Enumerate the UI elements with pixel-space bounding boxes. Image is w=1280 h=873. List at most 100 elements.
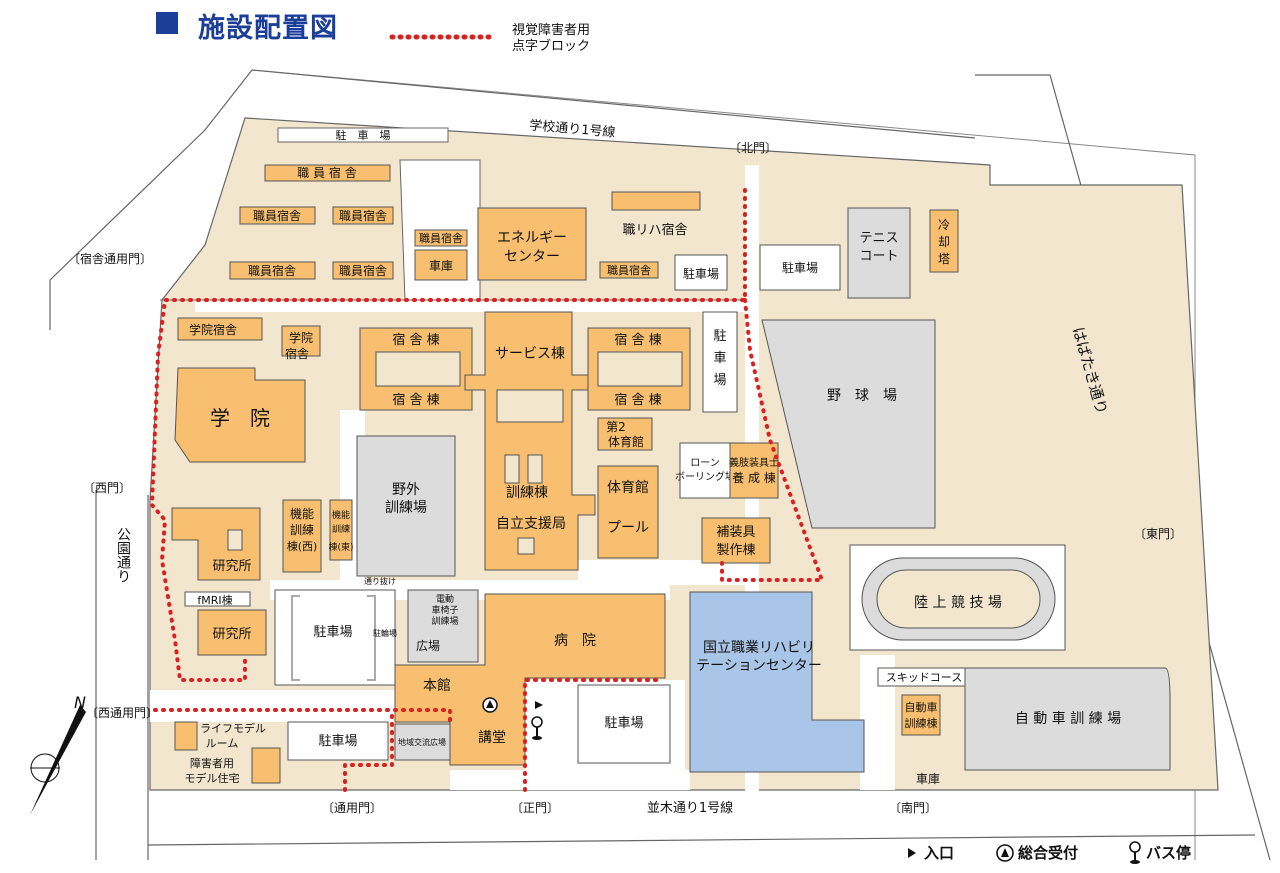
road-west-label: 公園通り — [115, 527, 131, 583]
prosthetist-label-1: 義肢装具士 — [729, 456, 779, 469]
cooling-tower — [929, 209, 959, 273]
outdoor-training — [356, 435, 456, 577]
energy-center-label-2: センター — [504, 249, 560, 265]
staff-dorm-2b — [332, 206, 394, 225]
research-1-label: 研究所 — [212, 559, 251, 574]
staff-dorm-3b — [332, 261, 394, 280]
func-e-label-3: 棟(東) — [328, 541, 353, 553]
gate-north: 〔北門〕 — [729, 141, 777, 155]
life-model-room — [174, 721, 198, 751]
cooling-label-2: 却 — [938, 235, 950, 249]
garage-1-label: 車庫 — [429, 259, 453, 273]
gate-east: 〔東門〕 — [1134, 527, 1182, 541]
staff-dorm-2b-label: 職員宿舎 — [339, 208, 387, 223]
baseball-field — [761, 319, 936, 529]
func-w-label-2: 訓練 — [290, 522, 314, 537]
energy-center — [477, 207, 587, 281]
baseball-label: 野 球 場 — [827, 388, 897, 404]
wheelchair-plaza — [407, 589, 479, 663]
outdoor-label-2: 訓練場 — [385, 500, 427, 516]
parking-center-label: 駐車場 — [313, 625, 352, 640]
skid-label: スキッドコース — [886, 671, 962, 684]
research-2-label: 研究所 — [212, 627, 251, 642]
parking-south-label: 駐車場 — [604, 716, 643, 731]
gate-service: 〔通用門〕 — [322, 801, 382, 815]
college-dorm — [177, 317, 263, 341]
tennis-label-2: コート — [859, 249, 898, 264]
disabled-house-label-2: モデル住宅 — [185, 771, 240, 785]
college-dorm-2-label-1: 学院 — [289, 330, 313, 345]
prosthetist-label-2: 養 成 棟 — [732, 470, 776, 485]
bus-stop-icon — [531, 716, 543, 740]
hospital-main — [394, 593, 666, 766]
bus-stop-legend-label: バス停 — [1146, 844, 1192, 862]
wheelchair-label-1: 電動 — [436, 594, 454, 605]
braille-legend-label-2: 点字ブロック — [512, 39, 591, 54]
gate-dorm: 〔宿舎通用門〕 — [68, 251, 152, 266]
reception-legend-label: 総合受付 — [1018, 844, 1079, 862]
college-dorm-label: 学院宿舎 — [189, 322, 237, 337]
parking-n1 — [674, 254, 728, 291]
gate-west-service: 〔西通用門〕 — [86, 706, 158, 720]
staff-dorm-1 — [264, 164, 391, 182]
passage-label: 通り抜け — [364, 576, 396, 586]
life-model-label-2: ルーム — [206, 737, 239, 750]
hospital-label: 病 院 — [554, 633, 596, 649]
disabled-model-house — [251, 747, 281, 784]
auditorium-label: 講堂 — [478, 730, 506, 746]
title-marker-icon — [156, 12, 178, 34]
parking-vertical — [702, 311, 738, 413]
cooling-label-1: 冷 — [938, 218, 950, 232]
tennis-label-1: テニス — [859, 231, 898, 246]
staff-dorm-3a — [229, 261, 316, 280]
parking-n2 — [759, 244, 841, 291]
gate-west: 〔西門〕 — [83, 481, 131, 495]
gate-main: 〔正門〕 — [511, 801, 559, 815]
independence-label: 自立支援局 — [496, 516, 566, 532]
func-w-label-1: 機能 — [290, 506, 314, 521]
func-w-label-3: 棟(西) — [287, 539, 318, 553]
parking-n2-label: 駐車場 — [782, 260, 818, 275]
garage-2-label: 車庫 — [916, 772, 940, 786]
orthosis-label-2: 製作棟 — [716, 543, 755, 558]
tennis-court — [847, 207, 911, 299]
outdoor-label-1: 野外 — [392, 482, 420, 498]
func-e-label-2: 訓練 — [332, 523, 350, 535]
parking-top — [277, 127, 449, 143]
staff-dorm-5 — [599, 261, 659, 279]
lawn-label-1: ローン — [690, 458, 720, 469]
staff-dorm-2a — [239, 206, 316, 225]
dorm-east-label-top: 宿 舎 棟 — [614, 332, 661, 348]
entrance-marker-icon — [535, 701, 543, 709]
college-dorm-2-label-2: 宿舎 — [285, 346, 309, 361]
garage-1 — [414, 249, 468, 281]
parking-v-label-2: 車 — [713, 351, 726, 366]
training-label: 訓練棟 — [506, 485, 548, 501]
national-label-2: テーションセンター — [696, 658, 822, 674]
compass-north-label: N — [74, 693, 86, 712]
prosthetist-school — [729, 442, 779, 499]
research-2 — [197, 609, 267, 656]
gym2-label-1: 第2 — [606, 420, 626, 434]
energy-center-label-1: エネルギー — [497, 230, 567, 246]
gym-pool — [597, 465, 659, 559]
entrance-legend-icon — [908, 848, 916, 858]
main-bldg-label: 本館 — [423, 677, 451, 694]
pool-label: プール — [607, 520, 649, 536]
parking-v-label-3: 場 — [713, 373, 726, 388]
service-bldg-label: サービス棟 — [495, 346, 565, 362]
driving-bldg-label-1: 自動車 — [905, 700, 938, 714]
braille-block-route — [149, 188, 825, 792]
college-label: 学 院 — [210, 406, 270, 430]
gym-2 — [597, 417, 653, 451]
dorm-east-label-bottom: 宿 舎 棟 — [614, 392, 661, 408]
bus-stop-legend-icon — [1129, 841, 1141, 864]
staff-dorm-3b-label: 職員宿舎 — [339, 263, 387, 278]
college-dorm-2 — [281, 325, 321, 357]
lawn-label-2: ボーリング場 — [675, 470, 735, 483]
func-e-label-1: 機能 — [332, 509, 350, 521]
national-label-1: 国立職業リハビリ — [703, 640, 815, 656]
road-south-edge — [147, 834, 1256, 846]
road-south-label: 並木通り1号線 — [647, 800, 733, 816]
